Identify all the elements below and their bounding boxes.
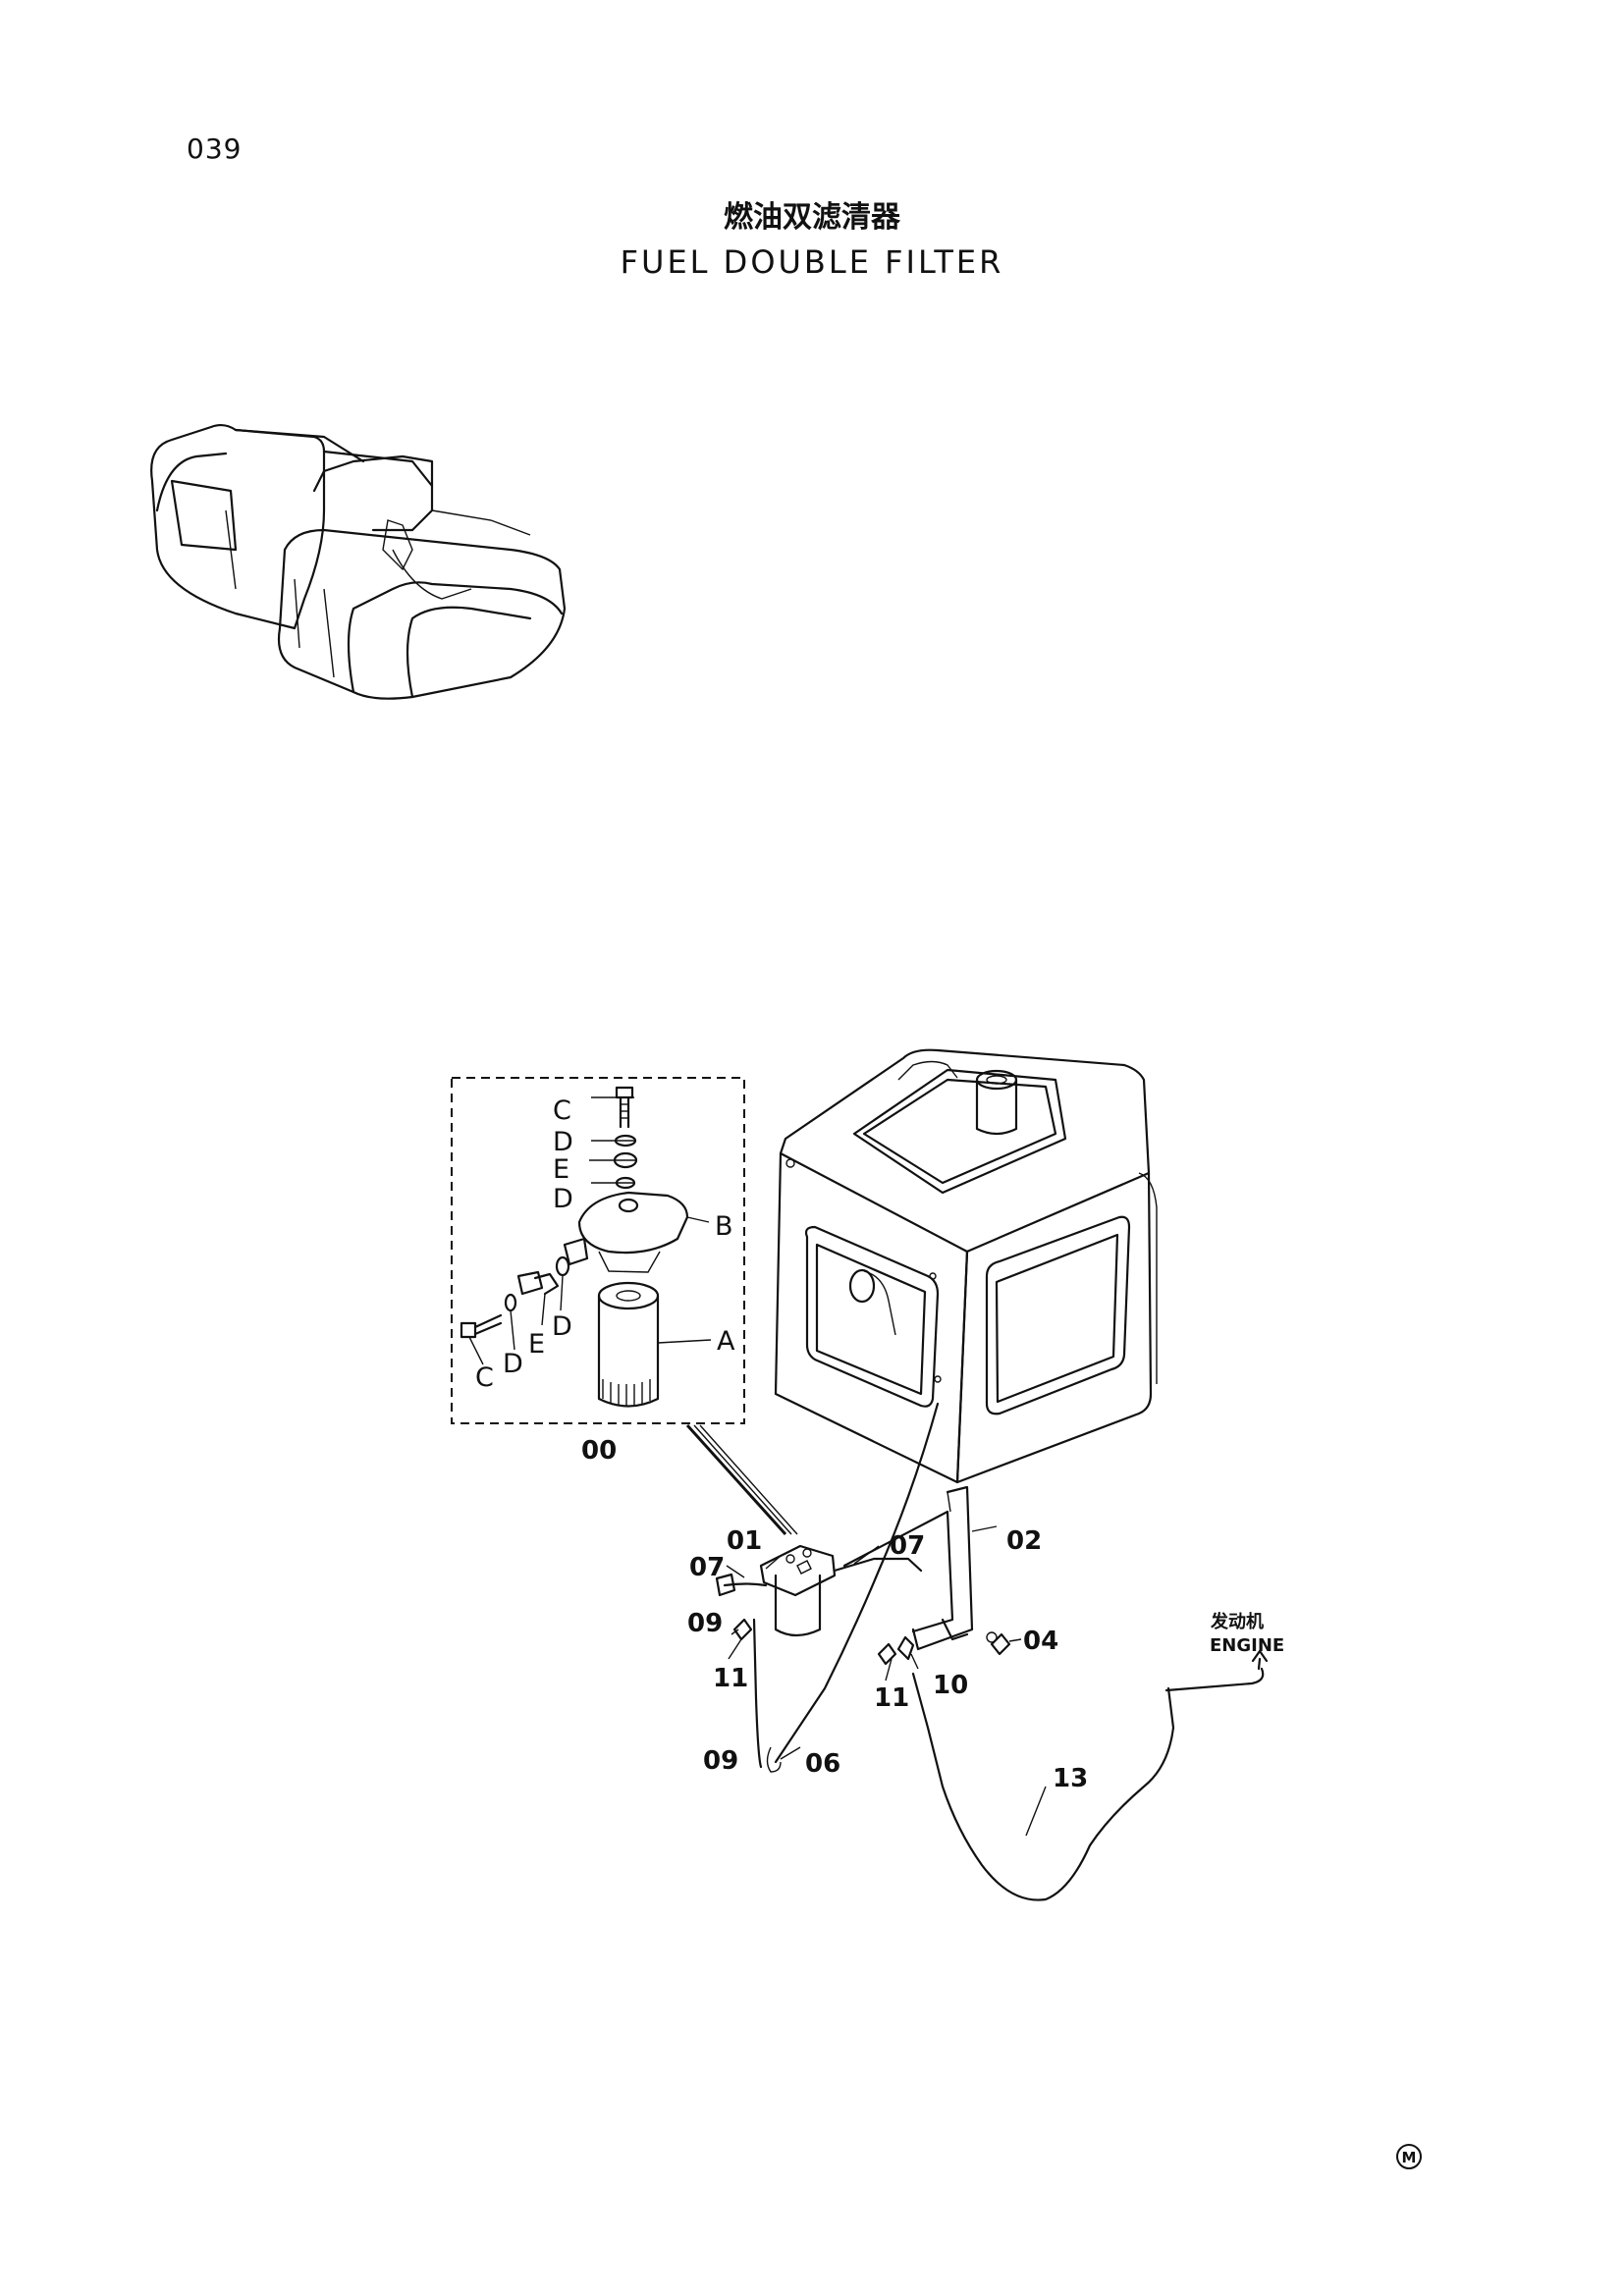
callout-09-bottom: 09 (703, 1746, 738, 1776)
filter-head-b (563, 1191, 689, 1273)
small-parts (715, 1573, 1011, 1666)
excavator-overview-illustration (150, 423, 567, 700)
callout-11-left: 11 (713, 1664, 748, 1693)
callout-10: 10 (933, 1671, 968, 1700)
callout-06: 06 (805, 1749, 840, 1779)
callout-d-mid: D (553, 1184, 573, 1214)
bolt-c-top (615, 1086, 634, 1129)
corner-mark-letter: M (1402, 2149, 1417, 2166)
bolt-c-left (460, 1313, 503, 1339)
callout-d-left: D (503, 1349, 523, 1379)
callout-07-left: 07 (689, 1553, 725, 1582)
callout-d-top: D (553, 1127, 573, 1157)
callout-04: 04 (1023, 1627, 1058, 1656)
callout-02: 02 (1006, 1526, 1042, 1556)
page-number: 039 (187, 133, 243, 165)
title-chinese: 燃油双滤清器 (724, 200, 900, 235)
callout-07-right: 07 (890, 1531, 925, 1561)
bracket-02 (842, 1485, 974, 1651)
callout-01: 01 (727, 1526, 762, 1556)
callout-b: B (715, 1211, 733, 1242)
callout-d-right: D (552, 1311, 572, 1342)
corner-mark: M (1396, 2144, 1422, 2169)
callout-13: 13 (1053, 1764, 1088, 1793)
engine-label-chinese: 发动机 (1210, 1611, 1264, 1632)
installed-fuel-filter (759, 1544, 837, 1637)
title-english: FUEL DOUBLE FILTER (620, 243, 1004, 281)
left-fitting-assembly (504, 1255, 570, 1312)
callout-11-right: 11 (874, 1683, 909, 1713)
leader-lines (726, 1525, 1047, 1837)
callout-c-left: C (475, 1362, 494, 1393)
engine-label-english: ENGINE (1210, 1635, 1284, 1656)
callout-e-left: E (528, 1329, 545, 1360)
filter-cartridge-a (597, 1281, 660, 1408)
callout-00: 00 (581, 1436, 617, 1466)
fuel-hoses (723, 1402, 1269, 1901)
callout-c-top: C (553, 1095, 571, 1126)
detail-pointer (685, 1423, 798, 1536)
callout-a: A (717, 1326, 735, 1357)
filter-detail-box (451, 1077, 745, 1424)
callout-e-top: E (553, 1154, 569, 1185)
fuel-tank (774, 1048, 1158, 1484)
callout-09-top: 09 (687, 1609, 723, 1638)
